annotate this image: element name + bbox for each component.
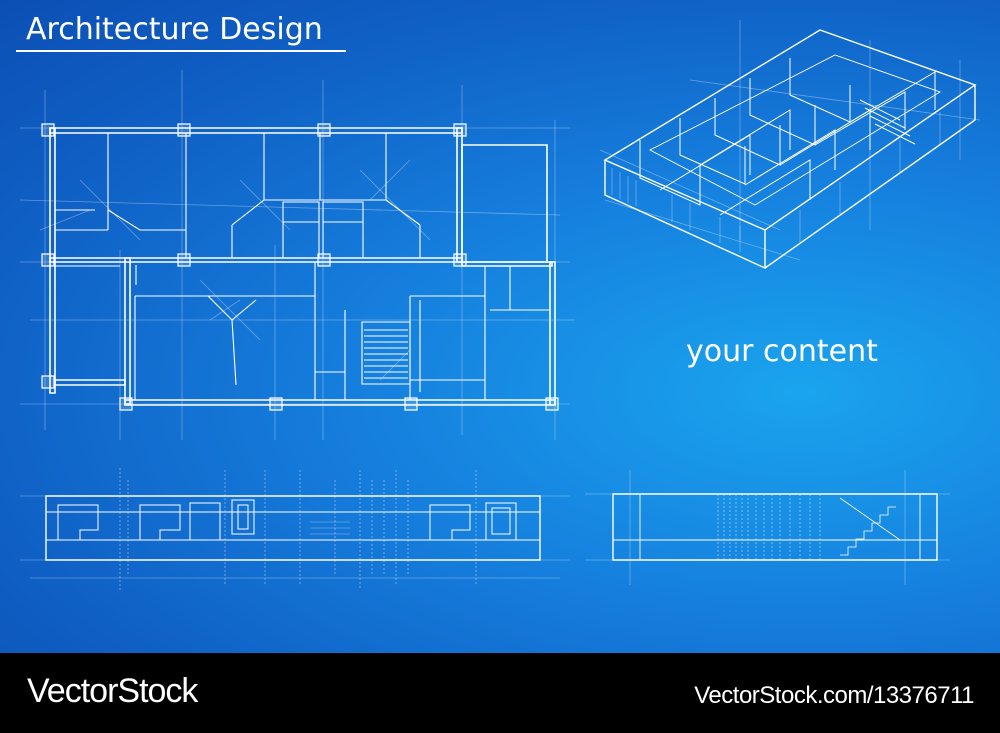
iso-outline <box>605 30 975 268</box>
elevation-right <box>585 470 950 585</box>
isometric-view <box>600 20 980 268</box>
walls <box>50 128 555 405</box>
brand-logo: VectorStock <box>27 672 198 710</box>
blueprint-background <box>0 0 1000 653</box>
blueprint-drawing <box>0 0 1000 653</box>
stairs <box>364 330 408 378</box>
footer-bar: VectorStock VectorStock.com/13376711 <box>0 653 1000 733</box>
stock-id-url: VectorStock.com/13376711 <box>694 682 974 709</box>
content-placeholder: your content <box>686 334 878 369</box>
page-title: Architecture Design <box>26 12 323 47</box>
iso-hatching <box>612 112 940 252</box>
title-underline <box>16 50 346 52</box>
elevation-left <box>20 468 570 590</box>
floor-plan <box>20 70 575 440</box>
columns <box>42 124 558 410</box>
partitions <box>55 133 550 400</box>
iso-walls <box>640 58 935 215</box>
